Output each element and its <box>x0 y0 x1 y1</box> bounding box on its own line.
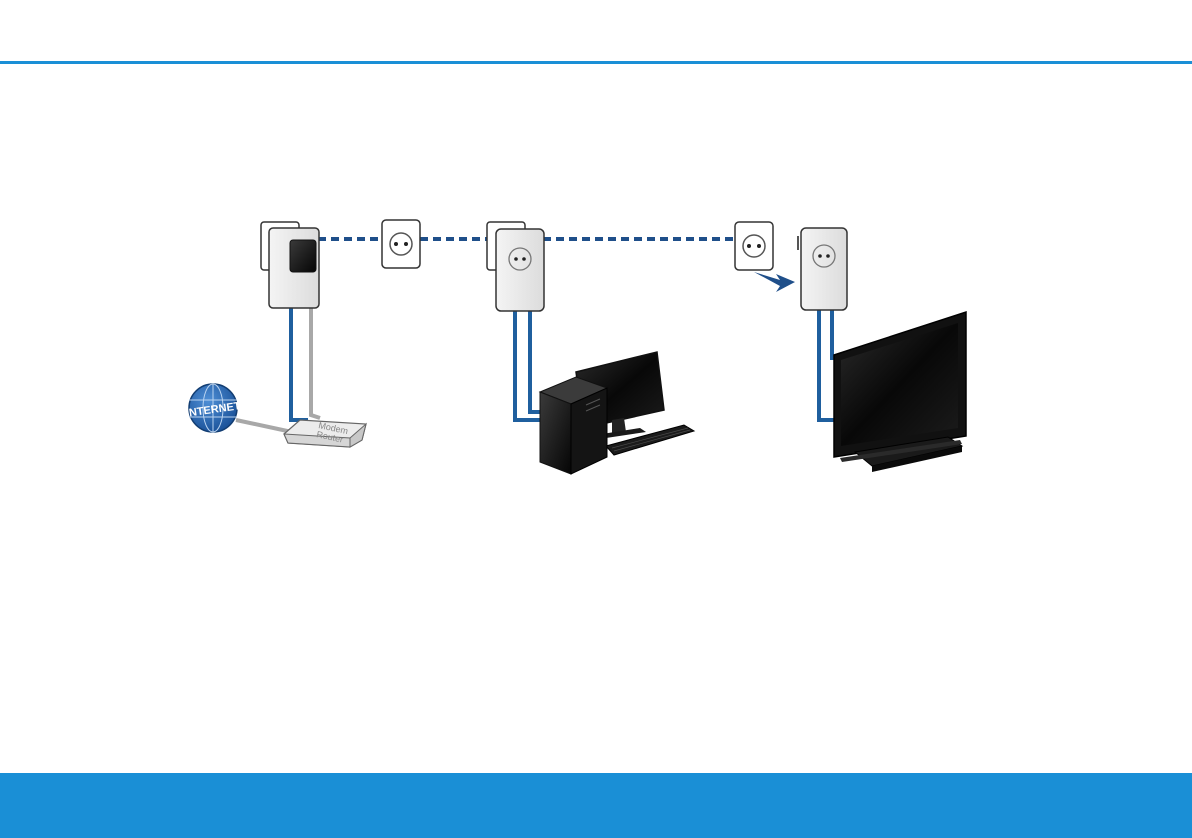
tv-icon <box>834 312 966 472</box>
cable-adapter1-router <box>291 307 320 420</box>
cable-internet-router <box>236 420 292 432</box>
wall-socket-icon <box>382 220 420 268</box>
pc-tower-icon <box>540 377 607 474</box>
footer-band <box>0 773 1192 838</box>
powerline-adapter-icon <box>261 222 319 308</box>
wall-socket-icon <box>735 222 773 270</box>
powerline-adapter-icon <box>487 222 544 311</box>
powerline-adapter-icon <box>798 228 847 310</box>
arrow-icon <box>754 272 795 292</box>
